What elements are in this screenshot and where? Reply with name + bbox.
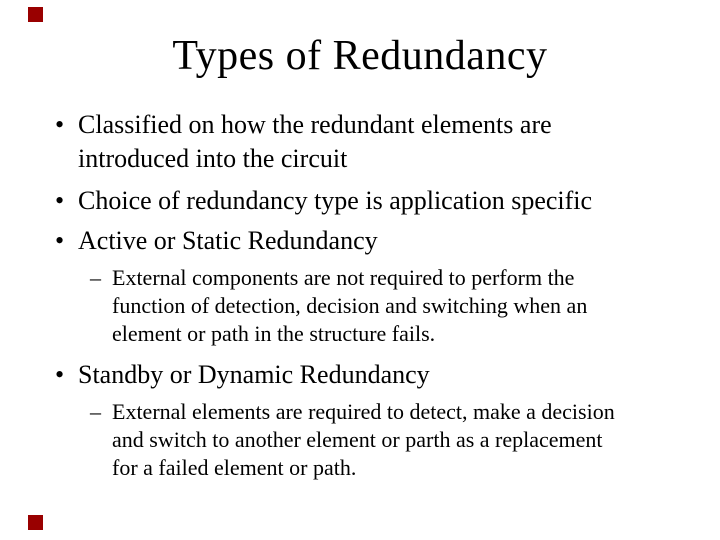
sub-bullet-text-line: for a failed element or path. (112, 455, 357, 480)
dash-bullet-icon: – (90, 265, 101, 290)
bullet-icon: • (55, 186, 65, 215)
corner-accent-top-left (28, 7, 43, 22)
bullet-item: • Classified on how the redundant elemen… (0, 108, 720, 176)
bullet-text-line: Classified on how the redundant elements… (78, 110, 552, 139)
sub-bullet-text-line: element or path in the structure fails. (112, 321, 436, 346)
bullet-text-line: Active or Static Redundancy (78, 226, 378, 255)
sub-bullet-text-line: External elements are required to detect… (112, 399, 615, 424)
dash-bullet-icon: – (90, 399, 101, 424)
bullet-icon: • (55, 110, 65, 139)
bullet-text-line: Choice of redundancy type is application… (78, 186, 593, 215)
slide-title: Types of Redundancy (172, 33, 548, 79)
sub-bullet-text-line: External components are not required to … (112, 265, 575, 290)
sub-bullet-item: – External components are not required t… (0, 264, 720, 348)
sub-bullet-text-line: and switch to another element or parth a… (112, 427, 603, 452)
bullet-item: • Active or Static Redundancy (0, 224, 720, 258)
sub-bullet-text-line: function of detection, decision and swit… (112, 293, 588, 318)
bullet-item: • Choice of redundancy type is applicati… (0, 184, 720, 218)
bullet-text-line: introduced into the circuit (78, 144, 348, 173)
bullet-item: • Standby or Dynamic Redundancy (0, 358, 720, 392)
sub-bullet-item: – External elements are required to dete… (0, 398, 720, 482)
bullet-icon: • (55, 360, 65, 389)
corner-accent-bottom-left (28, 515, 43, 530)
bullet-text-line: Standby or Dynamic Redundancy (78, 360, 430, 389)
bullet-icon: • (55, 226, 65, 255)
slide-body: • Classified on how the redundant elemen… (0, 108, 720, 482)
